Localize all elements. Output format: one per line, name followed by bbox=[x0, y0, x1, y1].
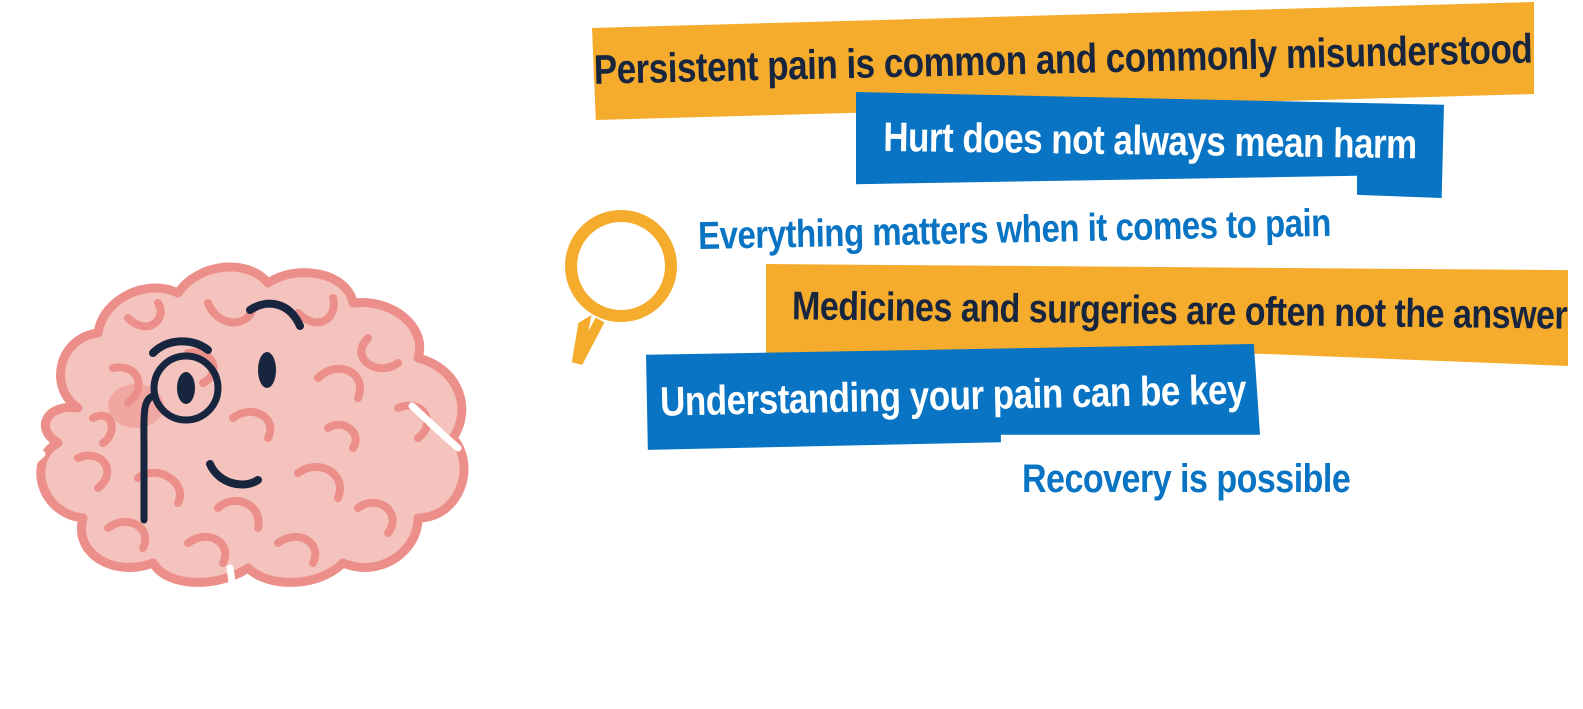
smile bbox=[206, 460, 262, 489]
motion-dashes bbox=[22, 402, 462, 586]
brain-illustration-icon bbox=[22, 262, 469, 587]
message-line-3: Everything matters when it comes to pain bbox=[697, 200, 1332, 258]
message-line-6: Recovery is possible bbox=[1022, 456, 1351, 502]
right-eyebrow bbox=[246, 299, 304, 330]
monocle-icon bbox=[140, 352, 222, 524]
message-text-4: Medicines and surgeries are often not th… bbox=[791, 283, 1568, 339]
message-banner-5: Understanding your pain can be key bbox=[646, 344, 1260, 452]
blue-banner-background bbox=[646, 344, 1260, 450]
left-eyebrow bbox=[149, 337, 212, 357]
message-banner-2: Hurt does not always mean harm bbox=[856, 92, 1444, 198]
right-eye bbox=[258, 352, 276, 388]
magnifying-glass-icon bbox=[565, 210, 677, 365]
message-text-6: Recovery is possible bbox=[1022, 456, 1351, 502]
message-text-2: Hurt does not always mean harm bbox=[882, 114, 1418, 168]
message-text-3: Everything matters when it comes to pain bbox=[697, 200, 1332, 258]
